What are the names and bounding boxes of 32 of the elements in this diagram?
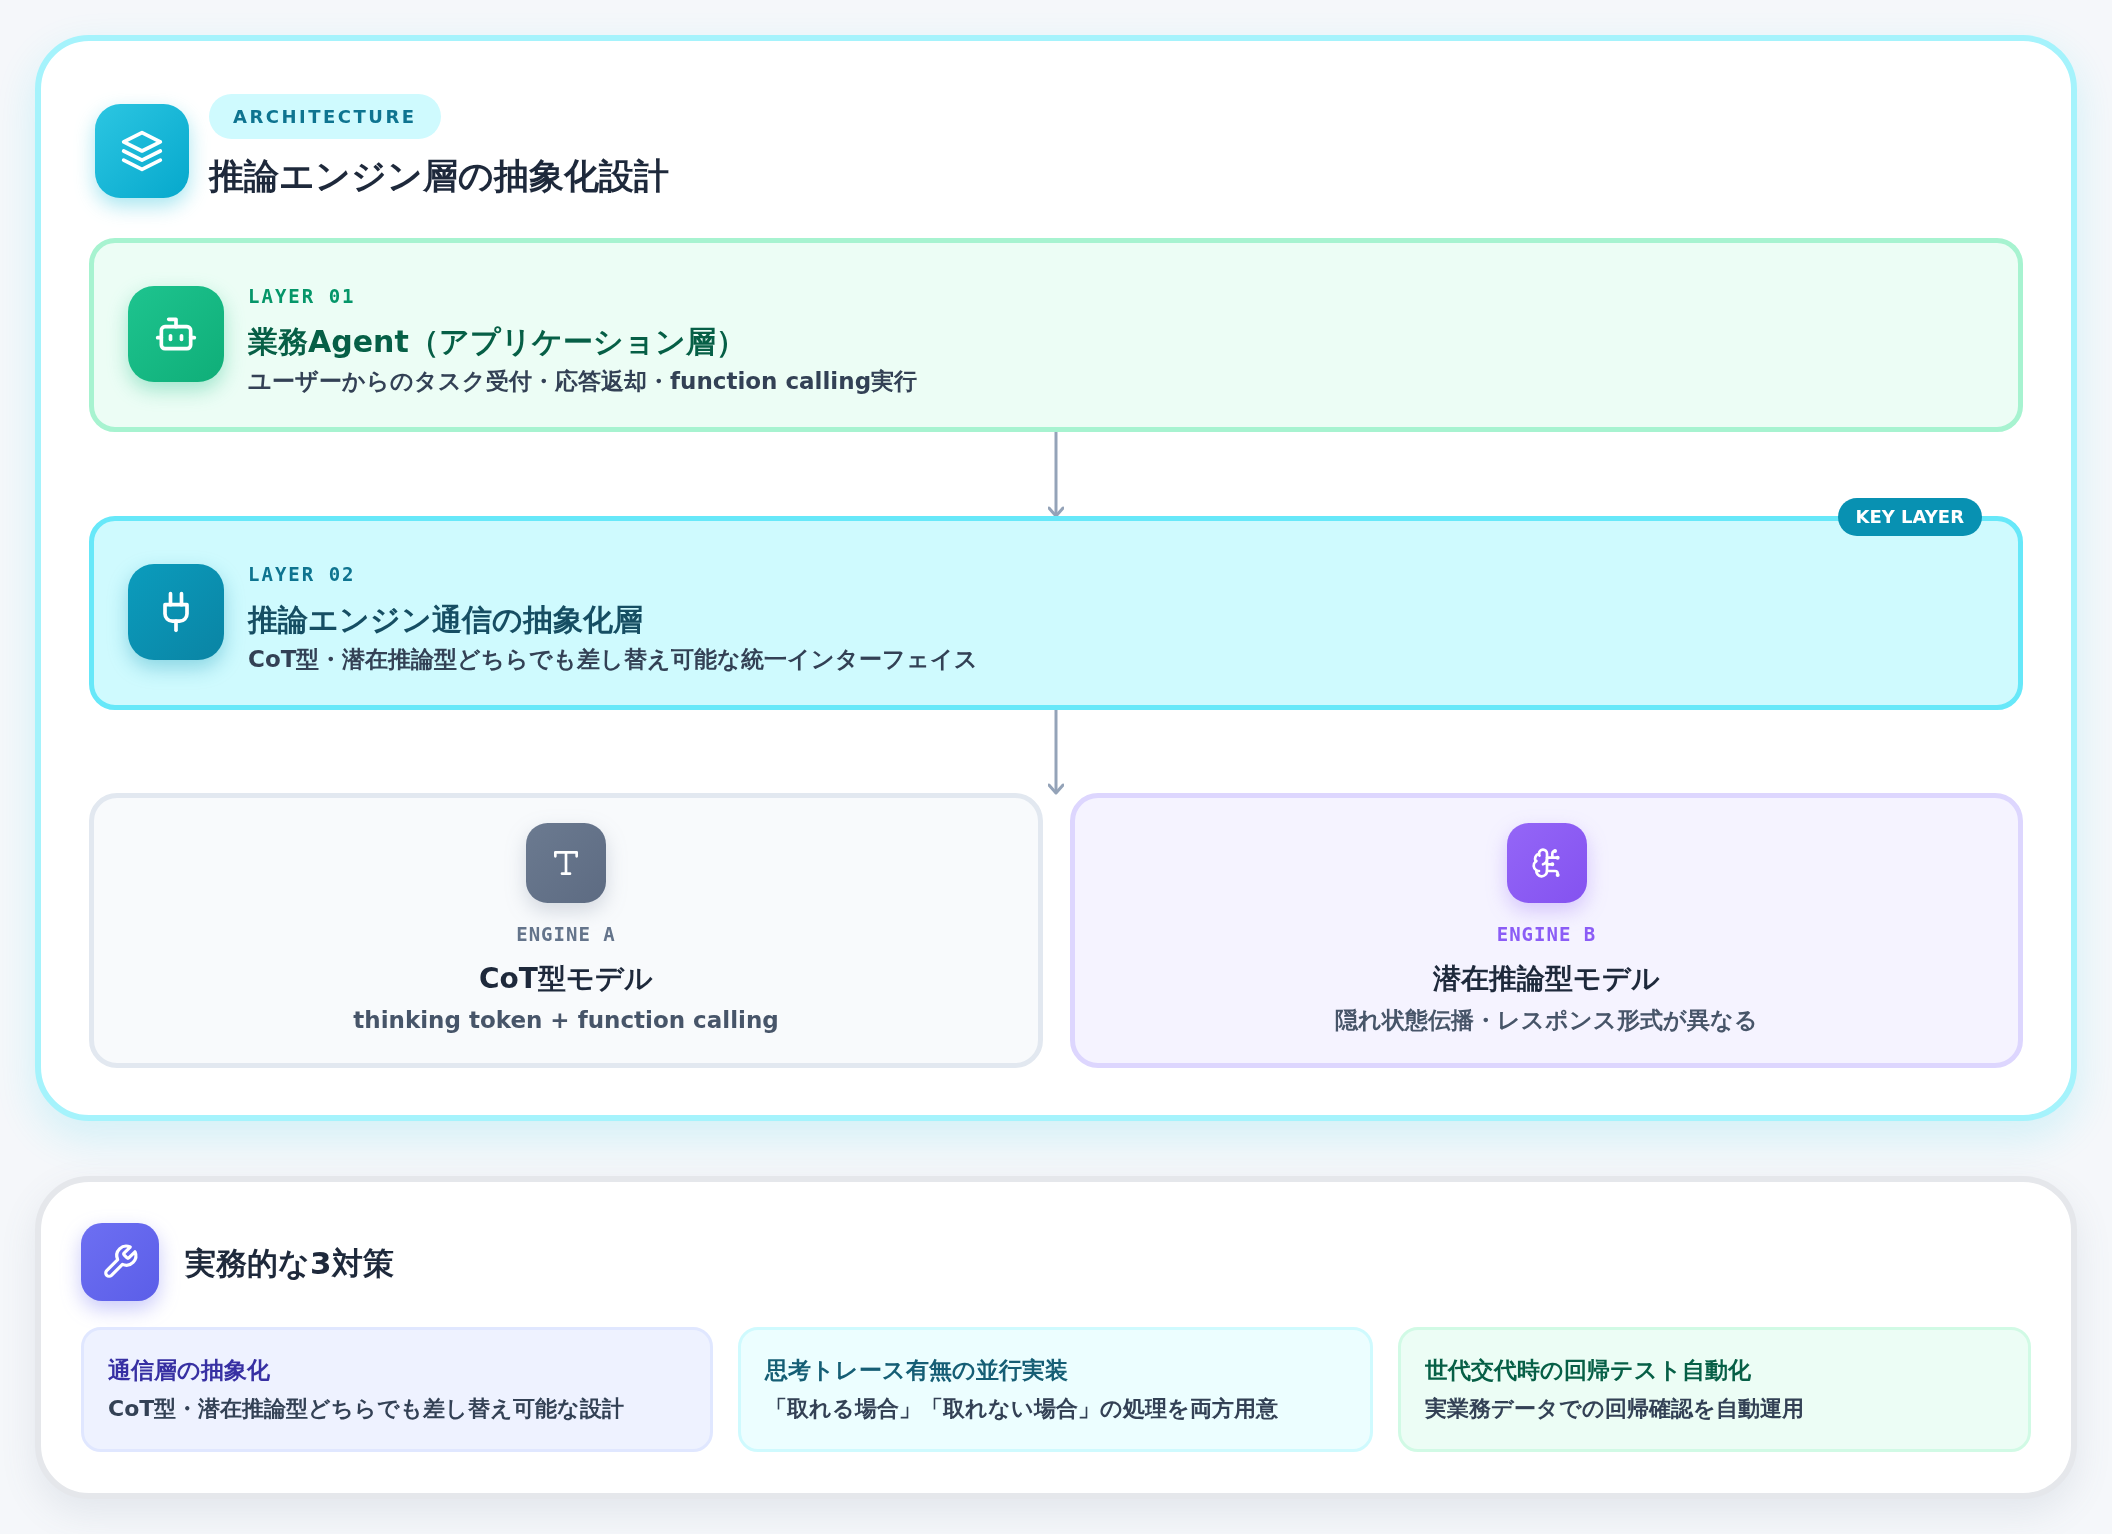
- measure-card: [81, 1327, 713, 1452]
- engine-description: thinking token + function calling: [353, 1006, 779, 1035]
- engine-card: [89, 793, 1043, 1068]
- measure-card: [1398, 1327, 2031, 1452]
- layer-box: [89, 238, 2023, 432]
- engine-card: [1070, 793, 2023, 1068]
- panel-title: 推論エンジン層の抽象化設計: [209, 155, 669, 198]
- section-panel: [35, 1176, 2077, 1499]
- engine-label: ENGINE B: [1496, 922, 1597, 947]
- engine-title: CoT型モデル: [479, 961, 653, 997]
- card-description: 「取れる場合」「取れない場合」の処理を両方用意: [765, 1395, 1278, 1423]
- arrow: [1047, 432, 1065, 518]
- engine-title: 潜在推論型モデル: [1433, 961, 1660, 997]
- panel-title: 実務的な3対策: [185, 1244, 394, 1283]
- engine-label: ENGINE A: [516, 922, 616, 947]
- layer-title: 推論エンジン通信の抽象化層: [248, 601, 643, 639]
- layer-label: LAYER 02: [248, 562, 356, 587]
- layer-description: ユーザーからのタスク受付・応答返却・function calling実行: [248, 367, 918, 396]
- measure-card: [738, 1327, 1373, 1452]
- card-title: 世代交代時の回帰テスト自動化: [1425, 1356, 1751, 1385]
- card-title: 思考トレース有無の並行実装: [765, 1356, 1068, 1385]
- layer-title: 業務Agent（アプリケーション層）: [248, 323, 746, 361]
- category-tag: ARCHITECTURE: [209, 94, 441, 139]
- arrow: [1047, 710, 1065, 795]
- layer-label: LAYER 01: [248, 284, 356, 309]
- engine-description: 隠れ状態伝播・レスポンス形式が異なる: [1335, 1006, 1758, 1035]
- layer-description: CoT型・潜在推論型どちらでも差し替え可能な統一インターフェイス: [248, 645, 979, 674]
- key-layer-tag: KEY LAYER: [1837, 498, 1982, 536]
- architecture-panel: [35, 35, 2077, 1121]
- card-title: 通信層の抽象化: [108, 1356, 270, 1385]
- card-description: CoT型・潜在推論型どちらでも差し替え可能な設計: [108, 1395, 625, 1423]
- card-description: 実業務データでの回帰確認を自動運用: [1425, 1395, 1804, 1423]
